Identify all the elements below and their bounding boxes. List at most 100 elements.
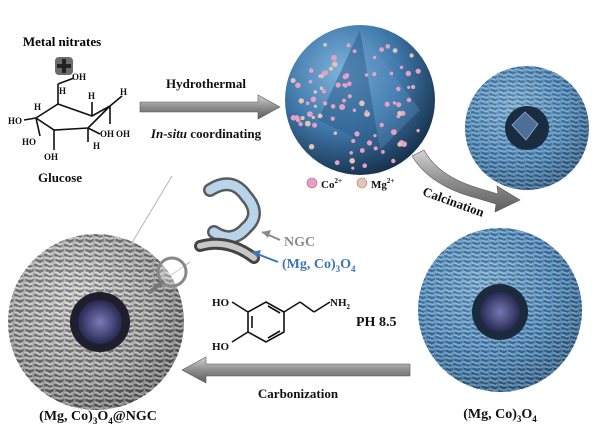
ion-dot: [364, 73, 369, 77]
ion-dot: [399, 65, 404, 70]
svg-text:Mg2+: Mg2+: [371, 177, 394, 191]
ion-dot: [359, 100, 365, 107]
ion-dot: [409, 53, 414, 58]
ion-dot: [407, 85, 411, 89]
ion-dot: [385, 44, 391, 49]
mgco-oxide-inset-label: (Mg, Co)3O4: [282, 257, 356, 274]
co-ion-legend: Co2+: [306, 177, 342, 191]
ion-dot: [396, 86, 401, 92]
svg-text:H: H: [120, 87, 127, 97]
ion-dot: [342, 83, 346, 87]
ion-dot: [295, 117, 301, 123]
ion-dot: [397, 111, 402, 116]
ph-label: PH 8.5: [356, 315, 396, 330]
ion-dot: [331, 55, 337, 61]
ion-dot: [290, 78, 296, 83]
ion-dot: [354, 131, 360, 137]
ion-dot: [389, 71, 394, 76]
ion-dot: [328, 66, 333, 71]
ion-dot: [364, 110, 369, 114]
ion-dot: [391, 129, 397, 136]
arrow-left-icon: [181, 356, 411, 384]
arrow-right-icon: [139, 94, 281, 120]
ion-dot: [339, 104, 346, 110]
svg-text:OH: OH: [100, 129, 114, 139]
ion-dot: [349, 151, 354, 155]
ion-dot: [318, 74, 322, 78]
ngc-pointer: [261, 230, 281, 241]
ion-dot: [298, 121, 303, 127]
ion-dot: [362, 163, 368, 168]
ion-dot: [308, 144, 315, 150]
ion-dot: [321, 89, 327, 94]
ion-dot: [384, 101, 390, 107]
ion-dot: [379, 122, 384, 128]
glucose-atom-labels: OH H HO HO H OH H OH H OH H: [8, 72, 130, 162]
in-situ-coordinating-label: In-situ coordinating: [150, 126, 262, 141]
svg-text:H: H: [93, 141, 100, 151]
composite-hollow-sphere: [8, 234, 184, 410]
ion-dot: [324, 70, 329, 75]
ion-dot: [304, 120, 311, 127]
ion-dot: [312, 122, 318, 128]
oxide-hollow-sphere: [418, 228, 582, 392]
ion-dot: [333, 131, 337, 135]
ion-dot: [307, 111, 313, 117]
ion-dot: [392, 101, 397, 105]
ion-dot: [396, 102, 402, 108]
ion-dot: [323, 42, 327, 47]
ion-dot: [305, 101, 310, 105]
ion-dot: [352, 49, 357, 54]
svg-text:H: H: [59, 86, 66, 96]
svg-text:H: H: [34, 102, 41, 112]
ion-dot: [298, 98, 304, 104]
ion-dot: [310, 96, 317, 103]
svg-text:OH: OH: [44, 152, 58, 162]
svg-text:HO: HO: [22, 137, 36, 147]
dopamine-structure: [231, 301, 331, 343]
ion-dot: [330, 104, 336, 109]
ion-dot: [346, 43, 351, 48]
composite-label: (Mg, Co)3O4@NGC: [39, 409, 157, 426]
metal-nitrates-label: Metal nitrates: [23, 34, 101, 49]
glucose-label: Glucose: [38, 170, 82, 185]
ion-dot: [381, 150, 385, 154]
ion-dot: [366, 140, 373, 146]
mgco-oxide-label: (Mg, Co)3O4: [463, 407, 537, 424]
ion-dot: [397, 142, 403, 147]
svg-text:OH: OH: [72, 72, 86, 82]
ion-dot: [311, 115, 315, 120]
svg-text:Co2+: Co2+: [321, 177, 342, 191]
ion-dot: [352, 108, 357, 112]
ion-dot: [392, 48, 398, 53]
ion-dot: [359, 148, 365, 153]
ion-dot: [319, 86, 324, 91]
curved-arrow-icon: [411, 149, 521, 213]
ion-dot: [342, 74, 348, 80]
ion-dot: [317, 113, 323, 119]
ion-dot: [411, 84, 416, 90]
plus-icon: [55, 57, 73, 75]
ion-dot: [372, 72, 377, 77]
ion-dot: [351, 166, 355, 170]
magnifier-icon: [148, 256, 188, 294]
ion-dot: [347, 81, 352, 87]
ion-dot: [335, 82, 341, 88]
ion-dot: [300, 116, 305, 121]
ion-dot: [372, 55, 377, 60]
ion-dot: [322, 101, 328, 106]
hollow-shell-small: [465, 66, 589, 190]
glucose-structure: [23, 77, 123, 150]
ion-dot: [347, 94, 352, 99]
dopamine-nh2: NH2: [330, 297, 351, 311]
ion-dot: [415, 68, 421, 74]
ion-dot: [290, 115, 297, 121]
oxide-pointer: [251, 250, 279, 263]
ion-dot: [406, 97, 412, 103]
svg-text:H: H: [88, 91, 95, 101]
carbonization-label: Carbonization: [258, 386, 339, 401]
precursor-sphere: [285, 25, 435, 175]
ion-dot: [349, 158, 356, 164]
ion-dot: [308, 79, 313, 84]
